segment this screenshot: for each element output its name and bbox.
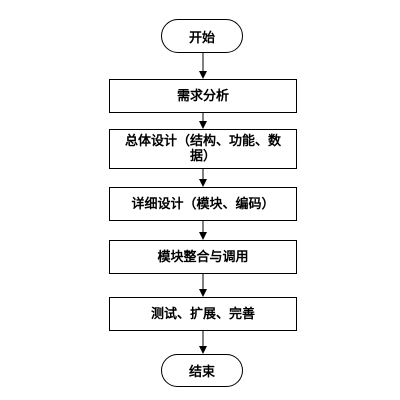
end-terminal: 结束: [161, 354, 243, 387]
end-label: 结束: [188, 365, 215, 380]
start-terminal: 开始: [161, 19, 243, 53]
process-step-overall-design: 总体设计（结构、功能、数据）: [109, 129, 297, 169]
process-step-label: 模块整合与调用: [157, 249, 249, 265]
process-step-testing: 测试、扩展、完善: [109, 297, 297, 331]
process-step-label: 需求分析: [176, 88, 229, 104]
process-step-label: 详细设计（模块、编码）: [131, 196, 275, 212]
process-step-label: 测试、扩展、完善: [150, 306, 255, 322]
process-step-detailed-design: 详细设计（模块、编码）: [109, 187, 297, 221]
process-step-label: 总体设计（结构、功能、数据）: [124, 134, 281, 164]
process-step-requirements: 需求分析: [109, 79, 297, 113]
start-label: 开始: [188, 30, 215, 46]
process-step-integration: 模块整合与调用: [109, 240, 297, 274]
